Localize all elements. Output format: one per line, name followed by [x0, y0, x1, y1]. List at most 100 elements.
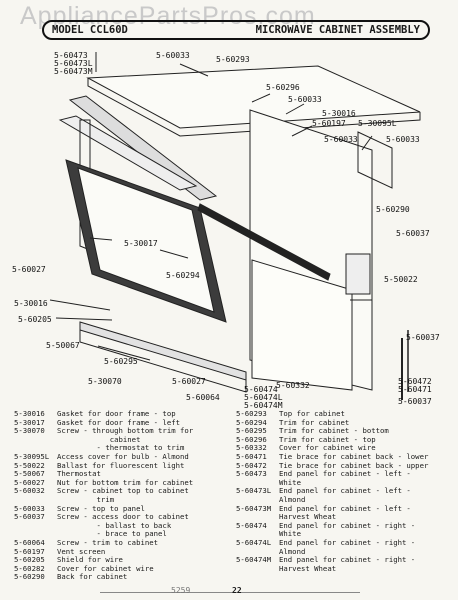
part-row: 5-60471 Tie brace for cabinet back - lowe…	[236, 451, 429, 462]
diagram-label: 5-60294	[166, 271, 200, 280]
assembly-title: MICROWAVE CABINET ASSEMBLY	[255, 24, 420, 36]
diagram-label: 5-60033	[324, 135, 358, 144]
part-row: 5-50067 Thermostat	[14, 470, 193, 479]
part-number: 5-50067	[14, 469, 45, 479]
diagram-label: 5-60290	[376, 205, 410, 214]
part-number: 5-60474L	[236, 537, 272, 547]
part-row: 5-60205 Shield for wire	[14, 555, 193, 565]
diagram-label: 5-60033	[288, 95, 322, 104]
part-row: 5-60027 Nut for bottom trim for cabinet	[14, 477, 194, 488]
diagram-label: 5-50067	[46, 341, 80, 350]
part-description: Ballast for fluorescent light	[57, 460, 185, 470]
part-description: Shield for wire	[57, 555, 123, 565]
part-row: 5-60293 Top for cabinet	[236, 409, 428, 419]
part-row: 5-60296 Trim for cabinet - top	[236, 434, 428, 445]
part-number: 5-60205	[14, 555, 45, 565]
part-description: Gasket for door frame - top	[57, 409, 176, 418]
part-row: 5-60332 Cover for cabinet wire	[236, 444, 428, 453]
part-row: 5-60472 Tie brace for cabinet back - uppe…	[236, 460, 429, 471]
part-description: Vent screen	[57, 546, 106, 556]
right-end-panel-part	[251, 259, 353, 391]
part-number: 5-60293	[236, 409, 267, 418]
part-number: 5-60290	[14, 572, 45, 582]
part-row: 5-30095L Access cover for bulb - Almond	[14, 451, 193, 462]
title-banner: MODEL CCL60D MICROWAVE CABINET ASSEMBLY	[42, 20, 430, 40]
diagram-label: 5-60296	[266, 83, 300, 92]
part-number: 5-50022	[14, 460, 45, 470]
part-description: End panel for cabinet - right - White	[279, 520, 416, 539]
diagram-label: 5-60027	[172, 377, 206, 386]
diagram-label: 5-30016	[322, 109, 356, 118]
part-number: 5-60474	[236, 520, 267, 530]
ballast-part	[345, 253, 371, 295]
part-number: 5-60296	[236, 434, 267, 444]
part-number: 5-60471	[236, 451, 267, 461]
part-number: 5-60295	[236, 426, 267, 436]
diagram-label: 5-60293	[216, 55, 250, 64]
diagram-label: 5-60037	[398, 397, 432, 406]
part-number: 5-30017	[14, 417, 45, 427]
part-number: 5-60027	[14, 477, 45, 487]
part-number: 5-60473	[236, 469, 267, 479]
part-row: 5-60290 Back for cabinet	[14, 573, 193, 582]
part-description: Trim for cabinet - top	[279, 434, 376, 444]
footer-code: 5259	[171, 586, 191, 595]
part-number: 5-60064	[14, 537, 45, 547]
diagram-label: 5-30016	[14, 299, 48, 308]
part-number: 5-60032	[14, 486, 45, 496]
part-description: Access cover for bulb - Almond	[57, 451, 189, 461]
part-description: Tie brace for cabinet back - lower	[279, 451, 429, 461]
part-row: 5-60295 Trim for cabinet - bottom	[236, 427, 428, 436]
model-title: MODEL CCL60D	[52, 24, 128, 36]
page-number: 22	[232, 586, 242, 595]
part-description: Cover for cabinet wire	[57, 563, 154, 573]
part-number: 5-30095L	[14, 451, 50, 461]
part-number: 5-60332	[236, 443, 267, 453]
part-description: Top for cabinet	[279, 409, 345, 418]
part-description: End panel for cabinet - right - Almond	[279, 537, 416, 556]
exploded-diagram: 5-60473 5-60473L 5-60473M 5-60033 5-6029…	[12, 51, 440, 410]
part-description: Cover for cabinet wire	[279, 443, 376, 453]
part-row: 5-60474L End panel for cabinet - right - …	[236, 537, 428, 556]
part-description: End panel for cabinet - right - Harvest …	[279, 555, 416, 573]
diagram-label: 5-60473L	[54, 59, 93, 68]
part-row: 5-50022 Ballast for fluorescent light	[14, 460, 193, 471]
part-description: Gasket for door frame - left	[57, 417, 181, 427]
part-description: End panel for cabinet - left - Almond	[279, 486, 411, 504]
part-number: 5-60472	[236, 460, 267, 470]
part-number: 5-60282	[14, 563, 45, 573]
part-row: 5-30017 Gasket for door frame - left	[14, 417, 193, 428]
diagram-label: 5-60037	[406, 333, 440, 342]
diagram-label: 5-60474	[244, 385, 278, 394]
diagram-label: 5-60033	[156, 51, 190, 60]
part-description: Nut for bottom trim for cabinet	[57, 477, 194, 487]
part-description: Trim for cabinet - bottom	[279, 426, 389, 436]
diagram-label: 5-60473	[54, 51, 88, 60]
part-number: 5-60033	[14, 503, 45, 513]
part-description: Screw - through bottom trim for cabinet …	[57, 426, 194, 453]
diagram-label: 5-60205	[18, 315, 52, 324]
diagram-label: 5-60197	[312, 119, 346, 128]
watermark: AppliancePartsPros.com	[20, 2, 316, 30]
part-row: 5-60037 Screw - access door to cabinet - …	[14, 512, 193, 539]
part-description: Trim for cabinet	[279, 417, 350, 427]
part-description: Back for cabinet	[57, 572, 128, 582]
diagram-label: 5-30017	[124, 239, 158, 248]
diagram-label: 5-60033	[386, 135, 420, 144]
part-number: 5-30070	[14, 426, 45, 436]
part-number: 5-60037	[14, 512, 45, 522]
part-description: Screw - access door to cabinet - ballast…	[57, 512, 189, 539]
part-description: Thermostat	[57, 469, 101, 479]
part-description: Tie brace for cabinet back - upper	[279, 460, 429, 470]
part-row: 5-60282 Cover for cabinet wire	[14, 563, 193, 574]
part-description: End panel for cabinet - left - White	[279, 469, 411, 487]
diagram-label: 5-60474M	[244, 401, 283, 410]
